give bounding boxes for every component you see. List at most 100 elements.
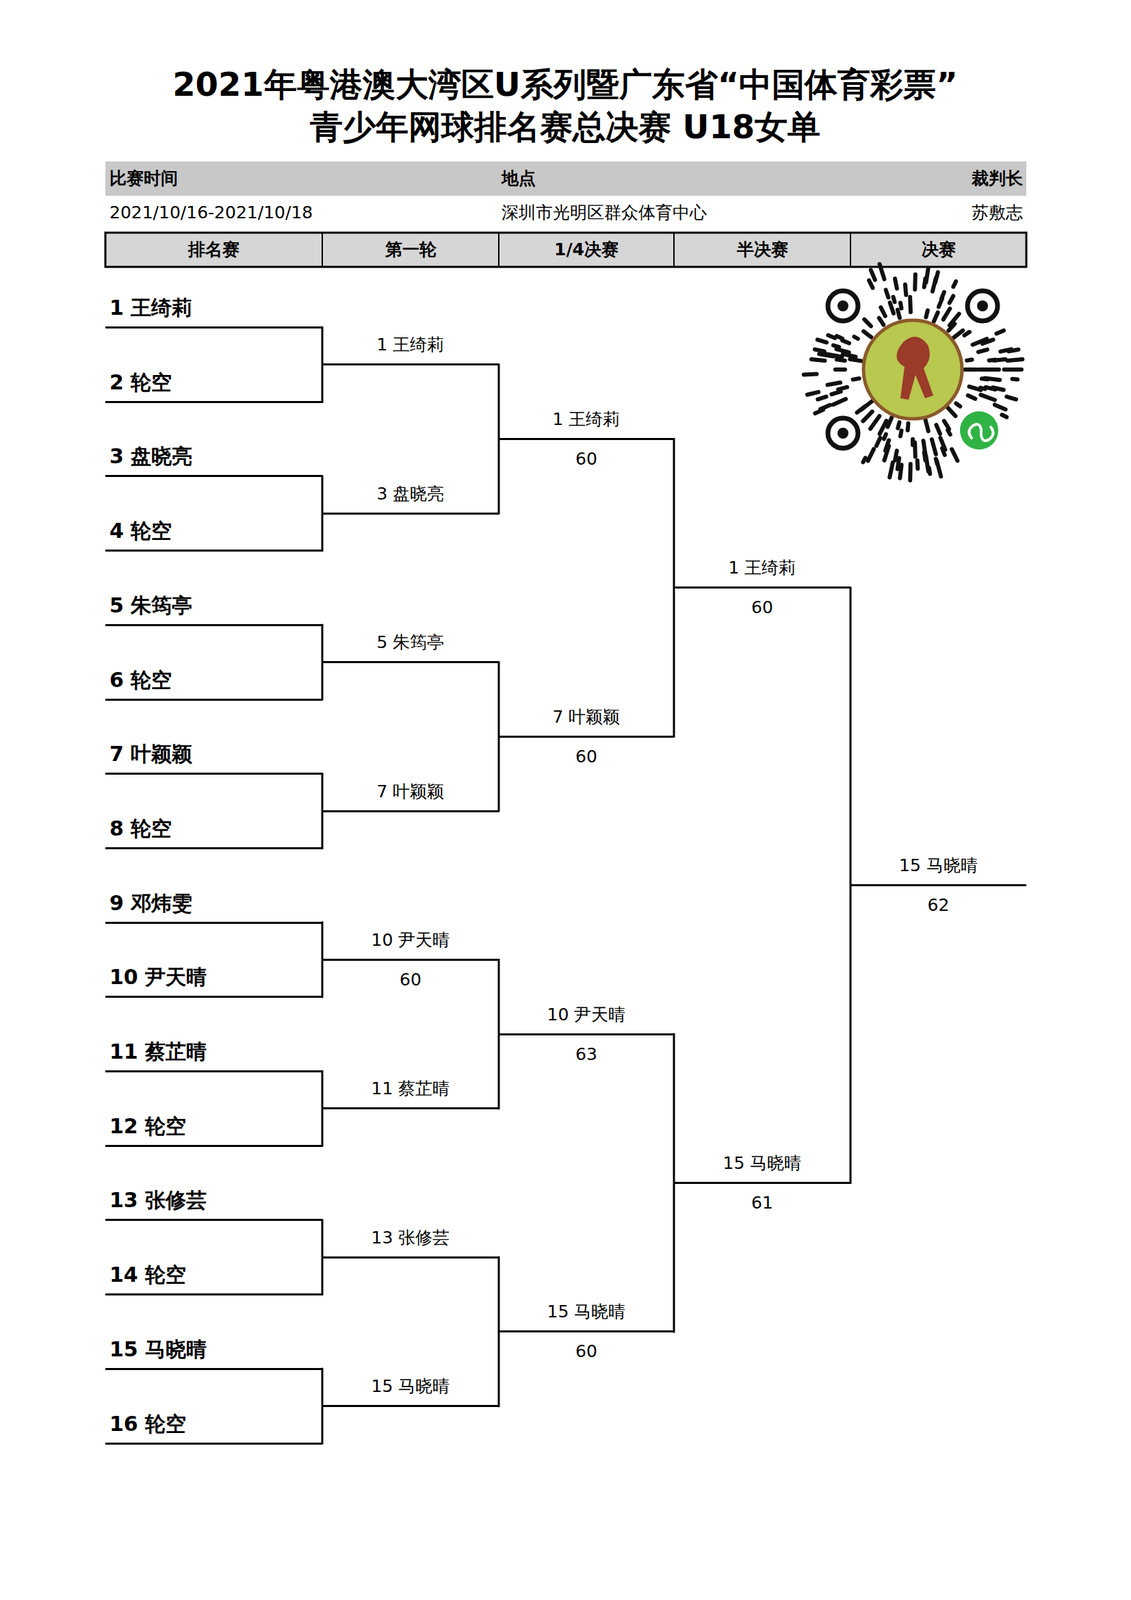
bracket-connector [321, 959, 324, 998]
player-name: 3 盘晓亮 [105, 444, 323, 477]
player-entry: 8 轮空 [105, 816, 323, 850]
player-name: 13 张修芸 [322, 1227, 499, 1259]
code-dash [936, 424, 941, 434]
player-entry: 10 尹天晴 [105, 964, 323, 998]
code-dash [835, 367, 845, 372]
code-dash [862, 411, 873, 421]
winner-slot: 1 王绮莉60 [673, 557, 851, 618]
code-dash [890, 302, 894, 314]
finder-ring [827, 418, 858, 449]
code-dash [949, 296, 954, 304]
code-dash [894, 278, 897, 289]
player-name: 11 蔡芷晴 [105, 1039, 323, 1073]
code-dash [925, 268, 928, 282]
code-dash [1012, 377, 1019, 382]
bracket-connector [321, 810, 324, 850]
code-dash [833, 398, 846, 405]
player-name: 15 马晓晴 [322, 1375, 499, 1407]
player-name: 8 轮空 [105, 816, 323, 850]
bracket-connector [321, 1367, 324, 1407]
code-dash [897, 457, 900, 469]
code-dash [947, 430, 951, 435]
code-dash [827, 335, 835, 338]
match-score: 60 [498, 439, 674, 470]
logo-figure [896, 336, 934, 400]
code-dash [996, 330, 1004, 334]
code-dash [964, 367, 976, 372]
player-name: 3 盘晓亮 [322, 483, 499, 515]
code-dash [907, 296, 913, 312]
player-name: 14 轮空 [105, 1262, 323, 1296]
code-dash [933, 312, 939, 321]
column-divider [673, 232, 675, 267]
code-dash [1001, 414, 1007, 418]
player-name: 10 尹天晴 [105, 964, 323, 998]
code-dash [964, 331, 970, 336]
bracket-connector [673, 1033, 676, 1183]
round-header: 排名赛 [105, 232, 323, 267]
code-dash [992, 387, 1004, 390]
mini-program-icon [959, 411, 999, 450]
mini-program-code [803, 264, 1023, 481]
code-dash [868, 280, 873, 289]
code-dash [986, 367, 999, 372]
player-entry: 14 轮空 [105, 1262, 323, 1296]
code-dash [836, 335, 843, 339]
code-dash [879, 318, 884, 325]
bracket-connector [673, 1183, 676, 1333]
player-name: 7 叶颖颖 [322, 781, 499, 813]
mini-program-icon-mark [968, 424, 993, 441]
bracket-connector [321, 1406, 324, 1445]
bracket-connector [321, 326, 324, 365]
code-dash [968, 395, 976, 399]
code-dash [897, 422, 900, 429]
code-dash [994, 404, 1006, 410]
bracket-connector [321, 921, 324, 960]
player-entry: 7 叶颖颖 [105, 741, 323, 775]
code-dash [893, 296, 895, 302]
code-dash [817, 339, 827, 343]
player-name: 5 朱筠亭 [105, 593, 323, 627]
code-dash [1008, 349, 1019, 352]
player-entry: 15 马晓晴 [105, 1336, 323, 1370]
code-dash [982, 339, 994, 344]
code-dash [864, 319, 871, 327]
round-header: 1/4决赛 [498, 232, 674, 267]
code-dash [931, 439, 936, 455]
code-dash [949, 314, 960, 326]
code-dash [884, 433, 887, 439]
player-name: 7 叶颖颖 [105, 741, 323, 775]
code-dash [876, 437, 881, 447]
match-score: 62 [850, 886, 1027, 916]
round-header: 第一轮 [322, 232, 499, 267]
player-name: 15 马晓晴 [498, 1301, 674, 1333]
header-field: 苏敷志 [821, 195, 1023, 230]
bracket-connector [498, 736, 501, 812]
bracket-connector [673, 587, 676, 738]
match-score: 63 [498, 1035, 674, 1065]
bracket-connector [321, 1218, 324, 1257]
bracket-connector [321, 513, 324, 552]
code-dash [966, 359, 973, 361]
code-dash [944, 420, 949, 429]
player-entry: 16 轮空 [105, 1411, 323, 1445]
code-dash [838, 387, 848, 390]
winner-slot: 10 尹天晴60 [322, 929, 499, 991]
code-dash [984, 378, 1000, 381]
player-name: 9 邓炜雯 [105, 890, 323, 924]
code-dash [955, 403, 960, 407]
player-entry: 13 张修芸 [105, 1187, 323, 1221]
player-name: 1 王绮莉 [498, 409, 674, 440]
code-dash [856, 405, 866, 413]
column-header-row [105, 232, 1027, 267]
player-name: 1 王绮莉 [673, 557, 851, 589]
code-dash [1009, 367, 1022, 372]
code-dash [863, 331, 871, 338]
code-dash [853, 378, 860, 380]
bracket-connector [321, 624, 324, 663]
bracket-connector [673, 437, 676, 588]
code-dash [880, 307, 885, 317]
player-entry: 2 轮空 [105, 370, 323, 403]
player-name: 16 轮空 [105, 1411, 323, 1445]
match-score: 60 [498, 1332, 674, 1362]
